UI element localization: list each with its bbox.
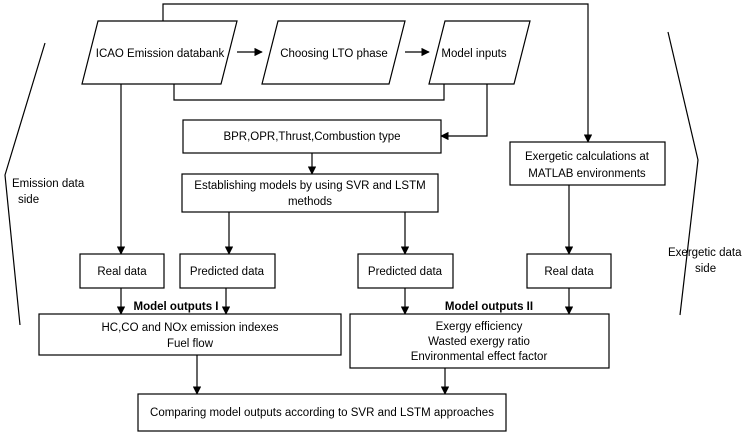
node-real-data-left: Real data (79, 253, 165, 289)
emission-side-line2: side (18, 194, 39, 206)
node-comparing: Comparing model outputs according to SVR… (137, 393, 507, 432)
node-choosing-lto: Choosing LTO phase (261, 20, 406, 85)
real-data-left-label: Real data (97, 266, 147, 278)
node-predicted-data-left: Predicted data (179, 253, 276, 289)
node-exergetic-calc: Exergetic calculations at MATLAB environ… (509, 141, 666, 186)
exergy-outputs-line1: Exergy efficiency (436, 321, 523, 333)
node-emission-outputs: HC,CO and NOx emission indexes Fuel flow (38, 313, 342, 356)
model-outputs-1-label: Model outputs I (134, 301, 219, 313)
exergetic-side-line1: Exergetic data (668, 247, 742, 259)
emission-side-line1: Emission data (12, 178, 85, 190)
node-exergy-outputs: Exergy efficiency Wasted exergy ratio En… (349, 313, 610, 369)
side-brackets (4, 31, 699, 326)
connector-icao-to-exergetic (162, 3, 593, 143)
input-params-label: BPR,OPR,Thrust,Combustion type (223, 131, 400, 143)
left-side-bracket (4, 42, 46, 326)
node-predicted-data-right: Predicted data (357, 253, 454, 289)
connector-icao-loop-bottom (173, 84, 445, 101)
exergy-outputs-line3: Environmental effect factor (411, 351, 548, 363)
establishing-models-line1: Establishing models by using SVR and LST… (194, 180, 425, 192)
node-real-data-right: Real data (526, 253, 612, 289)
predicted-data-left-label: Predicted data (190, 266, 265, 278)
emission-outputs-line1: HC,CO and NOx emission indexes (101, 322, 278, 334)
node-input-params: BPR,OPR,Thrust,Combustion type (182, 119, 442, 154)
model-inputs-label: Model inputs (441, 48, 506, 60)
exergetic-calc-line1: Exergetic calculations at (525, 151, 650, 163)
predicted-data-right-label: Predicted data (368, 266, 443, 278)
connectors (116, 3, 593, 395)
icao-databank-label: ICAO Emission databank (96, 48, 225, 60)
node-establishing-models: Establishing models by using SVR and LST… (181, 173, 439, 213)
real-data-right-label: Real data (544, 266, 594, 278)
comparing-label: Comparing model outputs according to SVR… (150, 407, 494, 419)
right-side-bracket (667, 31, 699, 316)
connector-inputs-to-params (440, 84, 488, 141)
node-model-inputs: Model inputs (428, 20, 531, 85)
node-icao-databank: ICAO Emission databank (81, 20, 238, 85)
model-outputs-2-label: Model outputs II (445, 301, 533, 313)
emission-outputs-line2: Fuel flow (167, 338, 214, 350)
exergy-outputs-line2: Wasted exergy ratio (428, 336, 530, 348)
exergetic-side-line2: side (695, 263, 716, 275)
exergetic-calc-line2: MATLAB environments (528, 168, 646, 180)
choosing-lto-label: Choosing LTO phase (280, 48, 388, 60)
establishing-models-line2: methods (288, 196, 332, 208)
